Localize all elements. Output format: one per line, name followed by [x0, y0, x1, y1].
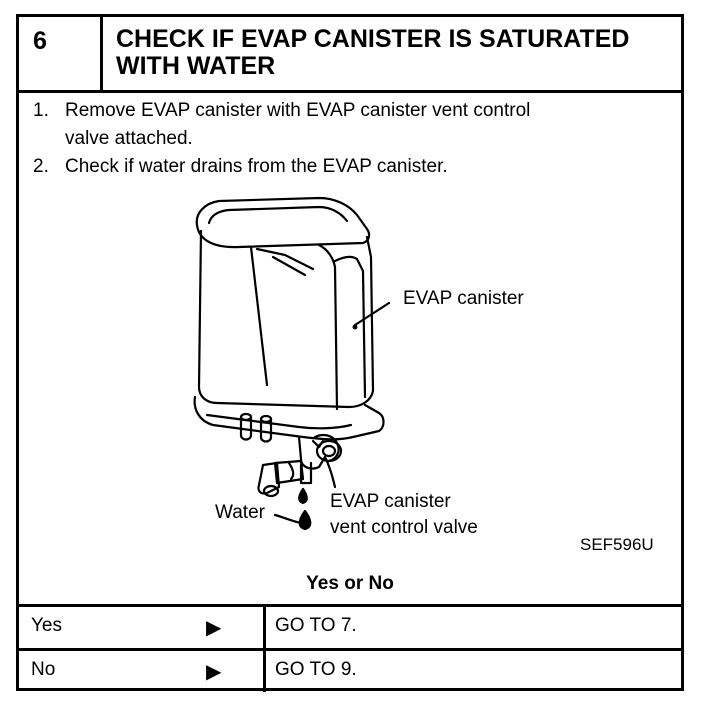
canister-label: EVAP canister	[403, 288, 524, 309]
instruction-text: Remove EVAP canister with EVAP canister …	[65, 97, 530, 153]
figure-code: SEF596U	[580, 535, 654, 554]
table-row: No ▶ GO TO 9.	[19, 648, 681, 692]
instruction-text-line-2: valve attached.	[65, 128, 193, 149]
arrow-right-icon: ▶	[206, 661, 222, 683]
column-divider	[263, 607, 266, 648]
water-drop-icon	[298, 487, 308, 505]
evap-canister-illustration	[193, 196, 391, 531]
go-to-step-link[interactable]: GO TO 9.	[275, 659, 357, 680]
water-drop-icon	[298, 509, 312, 531]
instruction-item: 2. Check if water drains from the EVAP c…	[33, 153, 530, 181]
step-header: 6 CHECK IF EVAP CANISTER IS SATURATED WI…	[19, 17, 681, 93]
water-leader-line	[273, 513, 303, 525]
step-number: 6	[33, 27, 47, 55]
instruction-item: 1. Remove EVAP canister with EVAP canist…	[33, 97, 530, 153]
canister-nozzle	[259, 417, 273, 443]
column-divider	[263, 651, 266, 692]
vent-control-valve	[297, 435, 327, 470]
yes-no-question: Yes or No	[306, 573, 394, 594]
table-row: Yes ▶ GO TO 7.	[19, 604, 681, 648]
valve-label-line-1: EVAP canister	[330, 491, 451, 512]
step-title-line-2: WITH WATER	[116, 52, 276, 80]
go-to-step-link[interactable]: GO TO 7.	[275, 615, 357, 636]
inspection-step-box: 6 CHECK IF EVAP CANISTER IS SATURATED WI…	[16, 14, 684, 692]
instruction-list: 1. Remove EVAP canister with EVAP canist…	[33, 97, 530, 181]
answer-yes: Yes	[31, 615, 62, 636]
canister-nozzle	[239, 415, 253, 441]
valve-leader-line	[323, 455, 337, 489]
step-title-line-1: CHECK IF EVAP CANISTER IS SATURATED	[116, 25, 630, 53]
answer-no: No	[31, 659, 56, 680]
instruction-text-line-1: Remove EVAP canister with EVAP canister …	[65, 100, 531, 121]
results-table: Yes ▶ GO TO 7. No ▶ GO TO 9.	[19, 604, 681, 692]
water-label: Water	[215, 502, 265, 523]
instruction-number: 2.	[33, 156, 49, 177]
canister-top	[195, 196, 371, 249]
arrow-right-icon: ▶	[206, 617, 222, 639]
step-title: CHECK IF EVAP CANISTER IS SATURATED WITH…	[116, 26, 676, 80]
canister-bottom	[193, 395, 385, 441]
canister-leader-line	[353, 301, 391, 327]
instruction-text: Check if water drains from the EVAP cani…	[65, 156, 448, 177]
step-number-cell: 6	[19, 17, 103, 90]
instruction-number: 1.	[33, 100, 49, 121]
valve-label-line-2: vent control valve	[330, 517, 478, 538]
canister-body	[197, 229, 375, 409]
